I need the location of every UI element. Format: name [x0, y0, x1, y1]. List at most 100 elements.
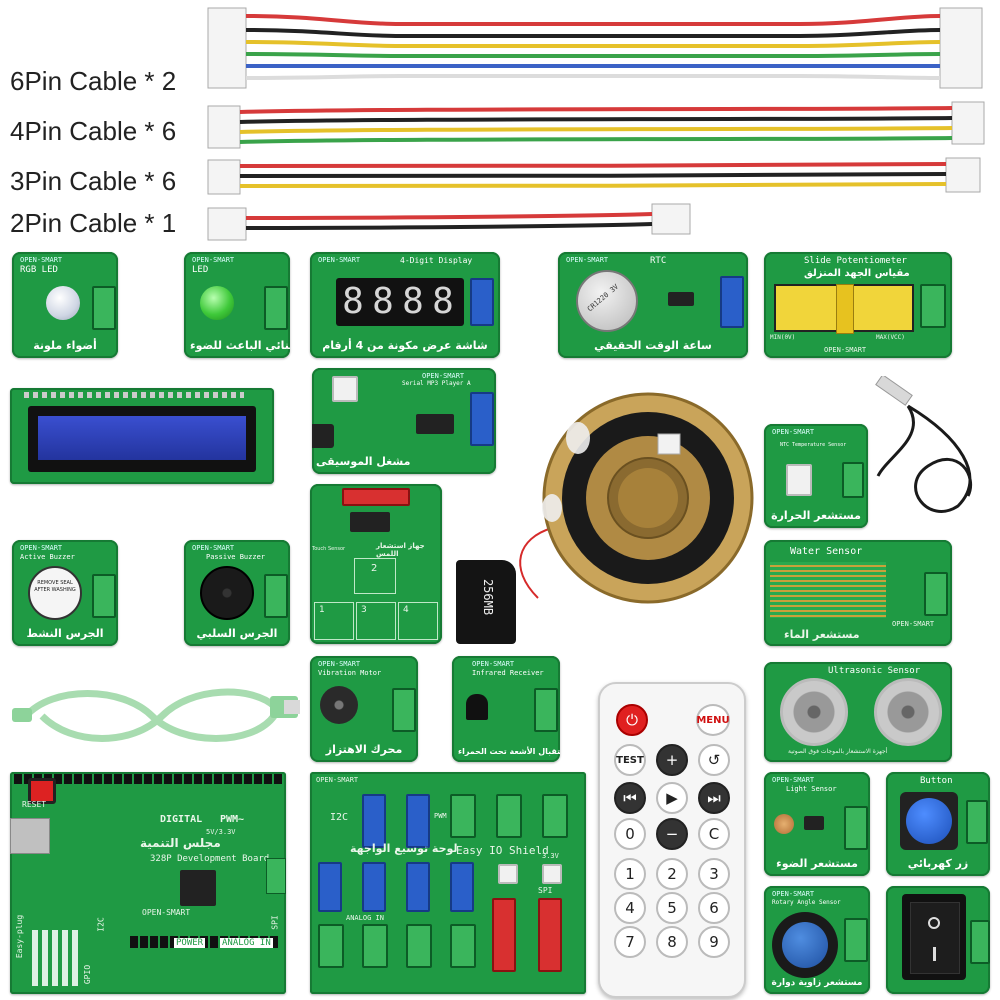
remote-key-0[interactable]: 0: [614, 818, 646, 850]
next-button[interactable]: ⏭: [698, 782, 730, 814]
module-connector: [844, 806, 868, 850]
brand-label: OPEN-SMART: [316, 776, 359, 784]
reset-label: RESET: [22, 800, 47, 809]
module-connector: [470, 392, 494, 446]
cable-label-4pin: 4Pin Cable * 6: [10, 116, 177, 146]
remote-key-4[interactable]: 4: [614, 892, 646, 924]
shield-blue-connector: [406, 862, 430, 912]
menu-button[interactable]: MENU: [696, 704, 730, 736]
battery-label: CR1220 3V: [585, 282, 621, 314]
module-arabic-label: ساعة الوقت الحقيقي: [594, 339, 712, 352]
shield-red-connector: [538, 898, 562, 972]
ultrasonic-sensor-module: Ultrasonic Sensor أجهزة الاستشعار بالموج…: [764, 662, 952, 762]
rocker-switch[interactable]: [902, 894, 966, 980]
ntc-sensor-module: OPEN-SMART NTC Temperature Sensor مستشعر…: [764, 424, 868, 528]
display-digit: 8: [432, 281, 454, 322]
lcd-screen: [38, 416, 246, 460]
usb-cable: [12, 688, 300, 742]
remote-key-7[interactable]: 7: [614, 926, 646, 958]
remote-key-1[interactable]: 1: [614, 858, 646, 890]
module-arabic-label: الثنائي الباعث للضوء: [190, 339, 290, 352]
slider-body: [774, 284, 914, 334]
ultrasonic-transducer-left: [780, 678, 848, 746]
remote-key-9[interactable]: 9: [698, 926, 730, 958]
spi-label: SPI: [270, 915, 280, 930]
comparator-chip: [804, 816, 824, 830]
remote-key-2[interactable]: 2: [656, 858, 688, 890]
shield-spi-label: SPI: [538, 886, 553, 895]
cable-label-3pin: 3Pin Cable * 6: [10, 166, 177, 196]
led-module: OPEN-SMART LED الثنائي الباعث للضوء: [184, 252, 290, 358]
module-title: Active Buzzer: [20, 553, 75, 561]
module-title: Serial MP3 Player A: [402, 380, 471, 387]
shield-analog-connector: [362, 924, 388, 968]
touch-key: 1: [314, 602, 354, 640]
module-arabic-label: جهاز استشعار اللمس: [376, 542, 425, 558]
gpio-pin-block: [32, 930, 82, 986]
rtc-chip: [668, 292, 694, 306]
module-title: Light Sensor: [786, 785, 837, 793]
test-button[interactable]: TEST: [614, 744, 646, 776]
shield-analog-connector: [406, 924, 432, 968]
remote-key-6[interactable]: 6: [698, 892, 730, 924]
touch-key-label: 2: [371, 563, 378, 574]
minus-button[interactable]: −: [656, 818, 688, 850]
remote-key-3[interactable]: 3: [698, 858, 730, 890]
seven-segment-display: 8 8 8 8: [336, 278, 464, 326]
shield-red-connector: [492, 898, 516, 972]
push-button[interactable]: [906, 798, 952, 844]
brand-label: OPEN-SMART: [192, 544, 235, 552]
module-title: RTC: [650, 256, 667, 266]
back-button[interactable]: ↺: [698, 744, 730, 776]
shield-blue-connector: [450, 862, 474, 912]
photoresistor: [774, 814, 794, 834]
micro-sd-card: 256MB: [456, 560, 516, 644]
cable-label-6pin: 6Pin Cable * 2: [10, 66, 177, 96]
display-digit: 8: [342, 281, 364, 322]
module-arabic-label: مستشعر الضوء: [776, 857, 858, 870]
coin-battery: CR1220 3V: [576, 270, 638, 332]
module-title: Button: [920, 776, 953, 786]
brand-label: OPEN-SMART: [772, 776, 815, 784]
module-title: Slide Potentiometer: [804, 256, 907, 266]
cables-illustration: [207, 7, 985, 241]
module-title: Water Sensor: [790, 546, 863, 557]
module-arabic-label: زر كهربائي: [907, 857, 969, 870]
rgb-led-module: OPEN-SMART RGB LED أضواء ملونة: [12, 252, 118, 358]
lcd-bezel: [28, 406, 256, 472]
reset-button[interactable]: [28, 778, 56, 804]
module-title: Rotary Angle Sensor: [772, 899, 841, 906]
shield-analog-in-label: ANALOG IN: [346, 914, 384, 922]
module-connector: [966, 800, 988, 844]
module-arabic-label: مستشعر زاوية دوارة: [771, 978, 863, 988]
brand-label: OPEN-SMART: [318, 660, 361, 668]
power-icon[interactable]: ⏻: [616, 704, 648, 736]
brand-label: OPEN-SMART: [192, 256, 235, 264]
probe-connector: [786, 464, 812, 496]
brand-label: OPEN-SMART: [566, 256, 609, 264]
temperature-probe: [875, 376, 973, 513]
module-arabic-label: الجرس النشط: [26, 627, 104, 640]
rtc-module: OPEN-SMART RTC CR1220 3V ساعة الوقت الحق…: [558, 252, 748, 358]
shield-i2c-connector: [406, 794, 430, 848]
touch-key: 4: [398, 602, 438, 640]
plus-button[interactable]: +: [656, 744, 688, 776]
module-title: Ultrasonic Sensor: [828, 666, 921, 676]
digital-label: DIGITAL: [160, 814, 203, 825]
board-header-top: [14, 774, 282, 784]
play-button[interactable]: ▶: [656, 782, 688, 814]
remote-key-8[interactable]: 8: [656, 926, 688, 958]
module-connector: [924, 572, 948, 616]
gpio-label: GPIO: [83, 964, 93, 985]
touch-key-label: 4: [403, 605, 409, 615]
shield-i2c-label: I2C: [330, 812, 349, 823]
clear-button[interactable]: C: [698, 818, 730, 850]
rotary-knob[interactable]: [782, 922, 828, 968]
infrared-receiver-module: OPEN-SMART Infrared Receiver استقبال الأ…: [452, 656, 560, 762]
brand-label: OPEN-SMART: [772, 428, 815, 436]
remote-key-5[interactable]: 5: [656, 892, 688, 924]
prev-button[interactable]: ⏮: [614, 782, 646, 814]
audio-jack: [312, 424, 334, 448]
module-title: RGB LED: [20, 265, 58, 275]
ultrasonic-transducer-right: [874, 678, 942, 746]
